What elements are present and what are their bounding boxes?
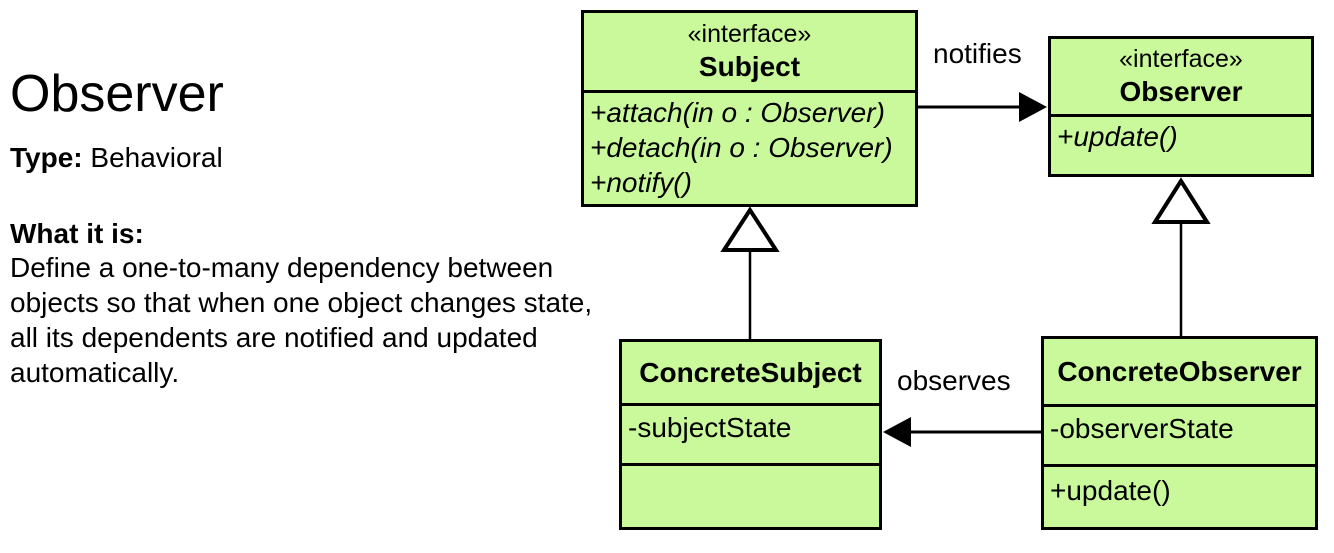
class-concrete-observer-name: ConcreteObserver — [1057, 355, 1302, 387]
notifies-label: notifies — [933, 38, 1022, 69]
page-title: Observer — [10, 64, 224, 123]
method-update-concrete: +update() — [1050, 475, 1171, 506]
class-subject-methods: +attach(in o : Observer) +detach(in o : … — [584, 93, 915, 204]
attribute-subject-state: -subjectState — [628, 412, 792, 443]
class-observer-methods: +update() — [1051, 117, 1311, 174]
attribute-observer-state: -observerState — [1050, 413, 1234, 444]
class-concrete-subject-attributes: -subjectState — [622, 406, 879, 466]
class-concrete-observer-attributes: -observerState — [1044, 407, 1315, 467]
type-line: Type: Behavioral — [10, 141, 223, 175]
method-notify: +notify() — [590, 167, 692, 198]
class-concrete-subject-methods — [622, 466, 879, 527]
type-value: Behavioral — [90, 142, 223, 173]
class-subject-stereotype: «interface» — [687, 20, 812, 48]
what-it-is-label: What it is: — [10, 218, 144, 249]
observes-label: observes — [897, 365, 1011, 396]
class-concrete-observer-header: ConcreteObserver — [1044, 339, 1315, 407]
method-attach: +attach(in o : Observer) — [590, 97, 885, 128]
class-concrete-subject-name: ConcreteSubject — [639, 356, 862, 388]
class-subject-header: «interface» Subject — [584, 13, 915, 93]
class-observer-name: Observer — [1119, 76, 1243, 107]
observer-generalization-triangle-icon — [1151, 177, 1211, 224]
class-observer-header: «interface» Observer — [1051, 39, 1311, 117]
class-subject-name: Subject — [698, 51, 801, 82]
class-subject: «interface» Subject +attach(in o : Obser… — [581, 10, 918, 207]
class-concrete-observer: ConcreteObserver -observerState +update(… — [1041, 336, 1318, 530]
observes-arrowhead-icon — [883, 417, 911, 447]
class-observer-stereotype: «interface» — [1119, 45, 1243, 73]
class-observer: «interface» Observer +update() — [1048, 36, 1314, 177]
pattern-description: Define a one-to-many dependency between … — [10, 252, 593, 388]
type-label: Type: — [10, 142, 83, 173]
subject-generalization-triangle-icon — [720, 206, 780, 252]
class-concrete-observer-methods: +update() — [1044, 467, 1315, 527]
method-detach: +detach(in o : Observer) — [590, 132, 893, 163]
class-concrete-subject-header: ConcreteSubject — [622, 342, 879, 406]
notifies-arrowhead-icon — [1019, 92, 1047, 122]
method-update: +update() — [1057, 121, 1178, 152]
class-concrete-subject: ConcreteSubject -subjectState — [619, 339, 882, 530]
